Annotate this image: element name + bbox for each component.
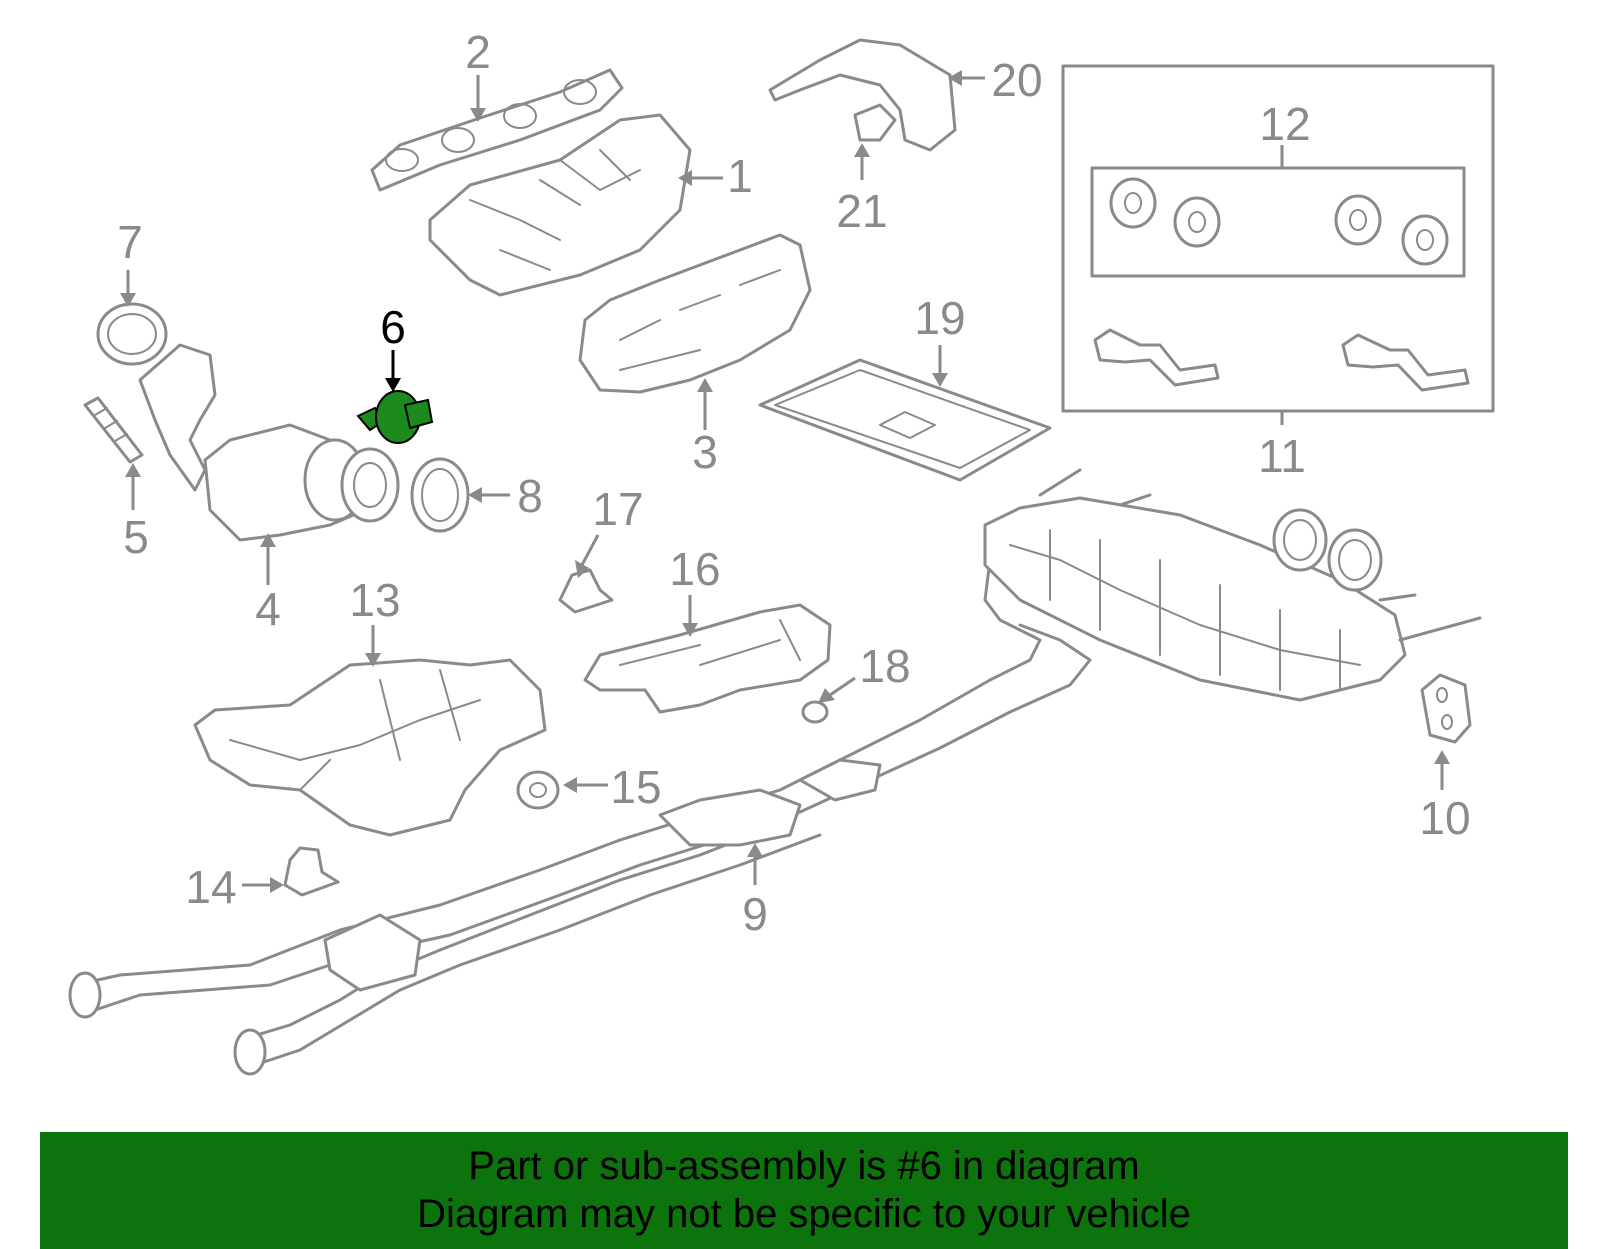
- callout-12: 12: [1259, 98, 1310, 150]
- callout-21: 21: [836, 185, 887, 237]
- callout-4: 4: [255, 583, 281, 635]
- part-4-catalytic-converter: [138, 343, 400, 542]
- callout-11: 11: [1258, 430, 1306, 482]
- callout-16: 16: [669, 543, 720, 595]
- part-19-pad: [758, 358, 1052, 482]
- callout-6[interactable]: 6: [380, 301, 406, 353]
- callout-17: 17: [592, 483, 643, 535]
- part-18-pin: [801, 700, 829, 724]
- part-7-gasket: [96, 302, 168, 366]
- banner-line-2: Diagram may not be specific to your vehi…: [417, 1192, 1191, 1236]
- info-banner: Part or sub-assembly is #6 in diagram Di…: [40, 1132, 1568, 1249]
- part-21-clip: [853, 103, 897, 142]
- leader-lines: [120, 70, 1450, 893]
- callout-3: 3: [692, 426, 718, 478]
- part-14-bracket: [283, 846, 340, 897]
- part-17-bracket: [558, 568, 614, 614]
- part-20-shield: [768, 38, 957, 152]
- part-2-gasket: [370, 68, 624, 192]
- callout-labels: 2 1 3 4 5 6 7 8 9 10 11 12 13 14 15 16 1…: [117, 26, 1470, 940]
- part-9-pipe: [68, 558, 1092, 1076]
- callout-18: 18: [859, 640, 910, 692]
- callout-7: 7: [117, 216, 143, 268]
- part-3-heat-shield: [578, 233, 812, 394]
- part-11-box: [1061, 64, 1495, 413]
- part-1-manifold: [428, 113, 692, 297]
- callout-13: 13: [349, 574, 400, 626]
- callout-20: 20: [991, 54, 1042, 106]
- part-8-gasket: [410, 457, 470, 533]
- part-10-insulator: [1420, 673, 1472, 744]
- part-9-muffler: [983, 468, 1482, 702]
- callout-9: 9: [742, 888, 768, 940]
- part-15-nut: [516, 770, 560, 810]
- callout-10: 10: [1419, 792, 1470, 844]
- exhaust-parts-diagram: 2 1 3 4 5 6 7 8 9 10 11 12 13 14 15 16 1…: [68, 26, 1495, 1076]
- callout-14: 14: [185, 861, 236, 913]
- callout-1: 1: [727, 150, 753, 202]
- callout-8: 8: [517, 470, 543, 522]
- part-13-heat-shield: [193, 658, 547, 837]
- callout-15: 15: [610, 761, 661, 813]
- part-16-heat-shield: [583, 603, 832, 714]
- callout-2: 2: [465, 26, 491, 78]
- banner-line-1: Part or sub-assembly is #6 in diagram: [468, 1144, 1140, 1188]
- part-5-stud: [83, 396, 144, 464]
- part-6-highlighted[interactable]: [356, 390, 434, 444]
- callout-5: 5: [123, 511, 149, 563]
- callout-19: 19: [914, 292, 965, 344]
